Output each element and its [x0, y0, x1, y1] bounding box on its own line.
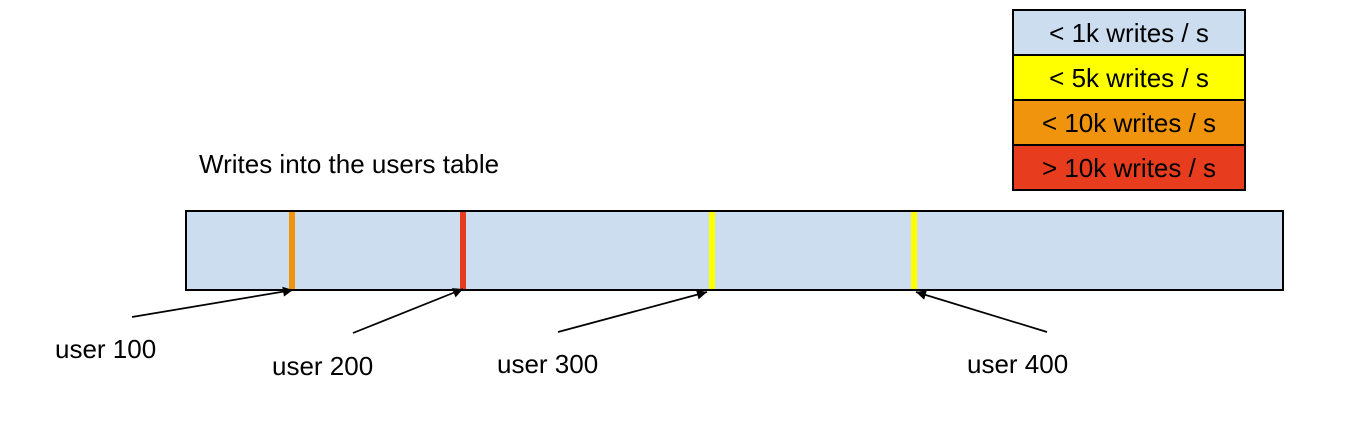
label-user-200: user 200 — [272, 351, 374, 381]
tick-user-200 — [460, 212, 466, 289]
legend-item-label: < 5k writes / s — [1049, 62, 1209, 93]
legend-item-4: > 10k writes / s — [1012, 144, 1246, 191]
label-user-300: user 300 — [497, 349, 599, 379]
tick-user-400 — [911, 212, 917, 289]
label-user-100: user 100 — [55, 334, 157, 364]
users-table-bar — [185, 210, 1284, 291]
arrow-user-100 — [131, 286, 294, 318]
legend-item-1: < 1k writes / s — [1012, 9, 1246, 56]
tick-user-300 — [709, 212, 715, 289]
arrow-user-300 — [557, 289, 708, 333]
arrow-user-200 — [352, 288, 464, 334]
diagram-title: Writes into the users table — [199, 149, 500, 179]
legend-item-label: < 1k writes / s — [1049, 17, 1209, 48]
legend-item-label: < 10k writes / s — [1041, 107, 1217, 138]
arrow-user-400 — [915, 290, 1048, 333]
legend-item-2: < 5k writes / s — [1012, 54, 1246, 101]
legend-item-label: > 10k writes / s — [1041, 152, 1217, 183]
legend-item-3: < 10k writes / s — [1012, 99, 1246, 146]
tick-user-100 — [289, 212, 295, 289]
legend: < 1k writes / s < 5k writes / s < 10k writ… — [1012, 9, 1246, 191]
label-user-400: user 400 — [967, 349, 1069, 379]
